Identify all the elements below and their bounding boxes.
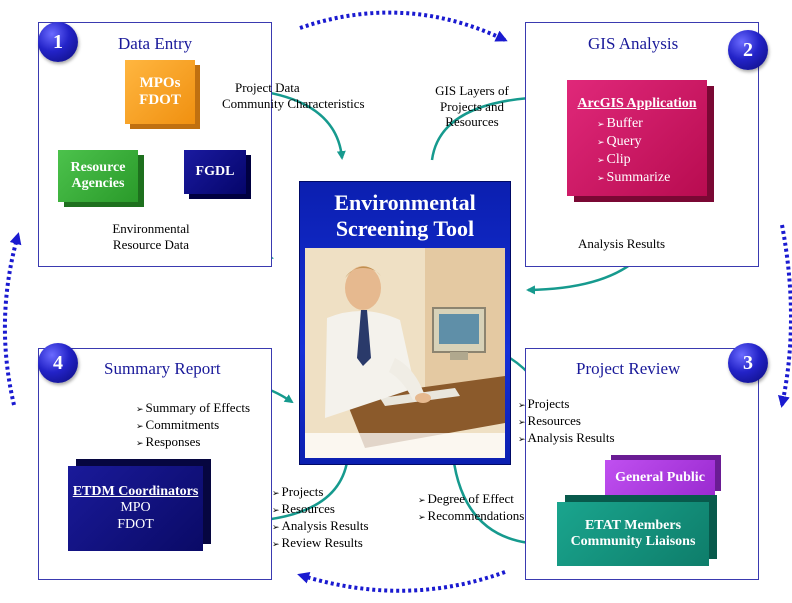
step-badge-2: 2 xyxy=(728,30,768,70)
step-badge-1: 1 xyxy=(38,22,78,62)
summary-items-list: Summary of Effects Commitments Responses xyxy=(136,400,250,451)
etdm-coordinators-box: ETDM Coordinators MPO FDOT xyxy=(68,466,203,551)
project-data-label: Project Data Community Characteristics xyxy=(222,80,365,111)
arcgis-operations-list: Buffer Query Clip Summarize xyxy=(597,115,707,187)
summary-item-commitments: Commitments xyxy=(136,417,250,434)
analysis-results-label: Analysis Results xyxy=(578,236,666,251)
review-input-analysis-results: Analysis Results xyxy=(518,430,615,447)
panel-title-data-entry: Data Entry xyxy=(118,34,193,53)
review-inputs-list: Projects Resources Analysis Results xyxy=(518,396,615,447)
etat-members-box: ETAT Members Community Liaisons xyxy=(557,502,709,566)
gis-layers-label: GIS Layers of Projects and Resources xyxy=(435,83,509,130)
environmental-screening-tool-panel: Environmental Screening Tool xyxy=(299,181,511,465)
arcgis-title: ArcGIS Application xyxy=(577,96,697,111)
step-badge-3: 3 xyxy=(728,343,768,383)
summary-item-responses: Responses xyxy=(136,434,250,451)
mpos-label: MPOs xyxy=(139,74,181,91)
cycle-arrow-bottom xyxy=(297,570,506,593)
arcgis-application-box: ArcGIS Application Buffer Query Clip Sum… xyxy=(567,80,707,196)
summary-input-projects: Projects xyxy=(272,484,369,501)
review-output-degree-of-effect: Degree of Effect xyxy=(418,491,524,508)
review-input-projects: Projects xyxy=(518,396,615,413)
panel-title-project-review: Project Review xyxy=(576,359,681,378)
panel-title-gis-analysis: GIS Analysis xyxy=(588,34,679,53)
summary-input-resources: Resources xyxy=(272,501,369,518)
review-input-resources: Resources xyxy=(518,413,615,430)
cycle-arrow-right xyxy=(777,224,792,408)
mpos-fdot-box: MPOs FDOT xyxy=(125,60,195,124)
review-outputs-list: Degree of Effect Recommendations xyxy=(418,491,525,525)
cycle-arrow-top xyxy=(299,10,508,42)
arcgis-op-summarize: Summarize xyxy=(597,169,707,187)
panel-title-summary-report: Summary Report xyxy=(104,359,221,378)
photo-illustration xyxy=(305,248,505,458)
fdot-label: FDOT xyxy=(139,92,181,108)
summary-inputs-list: Projects Resources Analysis Results Revi… xyxy=(272,484,369,552)
environmental-resource-data-label: Environmental Resource Data xyxy=(112,221,190,252)
person-at-computer-image xyxy=(305,248,505,458)
tool-title-line-2: Screening Tool xyxy=(335,216,475,241)
resource-agencies-box: Resource Agencies xyxy=(58,150,138,202)
arcgis-op-query: Query xyxy=(597,133,707,151)
etdm-title: ETDM Coordinators xyxy=(72,484,199,500)
summary-input-analysis-results: Analysis Results xyxy=(272,518,369,535)
review-output-recommendations: Recommendations xyxy=(418,508,525,525)
arcgis-op-buffer: Buffer xyxy=(597,115,707,133)
summary-input-review-results: Review Results xyxy=(272,535,369,552)
arcgis-op-clip: Clip xyxy=(597,151,707,169)
summary-item-effects: Summary of Effects xyxy=(136,400,250,417)
fgdl-box: FGDL xyxy=(184,150,246,194)
general-public-box: General Public xyxy=(605,460,715,496)
step-badge-4: 4 xyxy=(38,343,78,383)
cycle-arrow-left xyxy=(2,232,22,406)
arrow-layers-to-arcgis xyxy=(430,92,550,161)
tool-title-line-1: Environmental xyxy=(334,190,476,215)
